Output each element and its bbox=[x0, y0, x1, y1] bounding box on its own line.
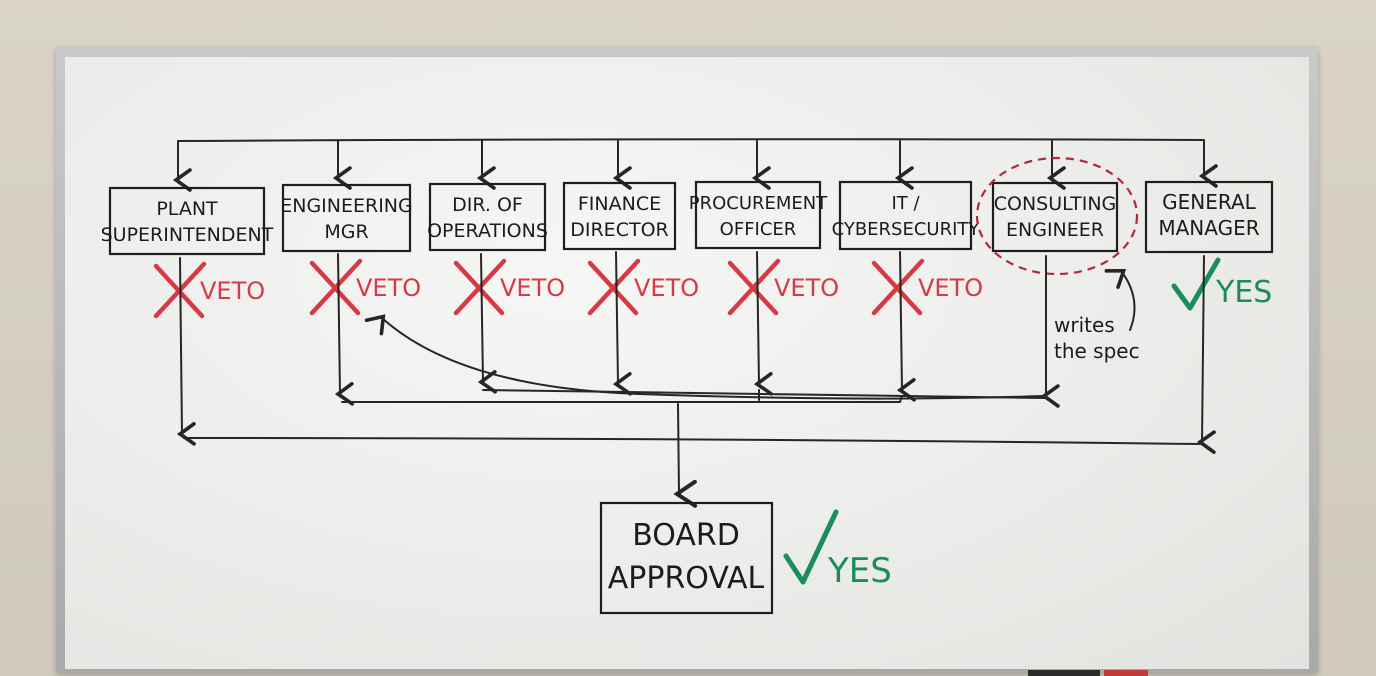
engineering-mgr-vote: VETO bbox=[309, 258, 421, 316]
general-manager-yes-checkmark bbox=[1171, 257, 1221, 311]
finance-director-label-line-1: FINANCE bbox=[578, 193, 661, 215]
board-approval-line-2: APPROVAL bbox=[608, 561, 765, 596]
procurement-officer-label-line-1: PROCUREMENT bbox=[689, 193, 829, 214]
plant-superintendent-label-line-1: PLANT bbox=[156, 198, 218, 220]
annotation-line-2: the spec bbox=[1054, 339, 1140, 363]
role-it-cybersecurity: IT / CYBERSECURITY bbox=[832, 180, 981, 251]
consulting-engineer-label-line-2: ENGINEER bbox=[1006, 219, 1104, 241]
role-dir-of-operations: DIR. OF OPERATIONS bbox=[427, 182, 548, 252]
writes-the-spec-arrow bbox=[1104, 269, 1136, 331]
procurement-officer-veto-x-mark-stroke bbox=[727, 258, 781, 316]
board-approval-box bbox=[599, 501, 774, 615]
role-engineering-mgr: ENGINEERING MGR bbox=[280, 183, 413, 253]
vote-marks: VETO VETO VETO VETO VETO VETO YES bbox=[153, 257, 1272, 319]
consulting-engineer-highlight-circle bbox=[975, 156, 1139, 276]
consulting-engineer-label-line-1: CONSULTING bbox=[994, 193, 1117, 215]
role-boxes: PLANT SUPERINTENDENT ENGINEERING MGR DIR. OF… bbox=[101, 180, 1274, 256]
board-approval-checkmark bbox=[783, 509, 839, 585]
procurement-officer-label-line-2: OFFICER bbox=[720, 219, 797, 240]
engineering-mgr-veto-x-mark-stroke bbox=[309, 258, 363, 316]
procurement-officer-vote: VETO bbox=[727, 258, 839, 316]
top-distribution-line bbox=[177, 138, 1205, 142]
marker-tray-item-red bbox=[1104, 670, 1148, 676]
role-output-arrows bbox=[176, 251, 1216, 454]
plant-superintendent-veto-label: VETO bbox=[200, 277, 265, 305]
role-procurement-officer: PROCUREMENT OFFICER bbox=[689, 180, 829, 250]
finance-director-veto-x-mark-stroke bbox=[587, 258, 641, 316]
finance-director-vote: VETO bbox=[587, 258, 699, 316]
marker-tray-item bbox=[1028, 670, 1100, 676]
finance-director-label-line-2: DIRECTOR bbox=[570, 219, 668, 241]
consulting-engineer-box bbox=[991, 181, 1119, 253]
dir-of-operations-label-line-2: OPERATIONS bbox=[427, 220, 548, 242]
plant-superintendent-box bbox=[108, 186, 266, 256]
engineering-mgr-veto-label: VETO bbox=[356, 274, 421, 302]
general-manager-label-line-1: GENERAL bbox=[1162, 190, 1257, 214]
general-manager-label-line-2: MANAGER bbox=[1158, 216, 1259, 240]
general-manager-yes-label: YES bbox=[1215, 275, 1272, 310]
it-cybersecurity-box bbox=[838, 180, 973, 251]
it-cybersecurity-veto-x-mark-stroke bbox=[871, 258, 925, 316]
general-manager-vote: YES bbox=[1171, 257, 1272, 311]
dir-of-operations-box bbox=[428, 182, 547, 252]
it-cybersecurity-label-line-2: CYBERSECURITY bbox=[832, 219, 981, 240]
general-manager-box bbox=[1144, 180, 1274, 254]
finance-director-box bbox=[562, 181, 677, 251]
role-finance-director: FINANCE DIRECTOR bbox=[562, 181, 677, 251]
procurement-officer-box bbox=[694, 180, 822, 250]
top-drop-arrows bbox=[172, 140, 1218, 192]
dir-of-operations-veto-label: VETO bbox=[500, 274, 565, 302]
it-cybersecurity-veto-label: VETO bbox=[918, 274, 983, 302]
engineering-mgr-box bbox=[281, 183, 412, 253]
plant-superintendent-vote: VETO bbox=[153, 261, 265, 319]
dir-of-operations-veto-x-mark-stroke bbox=[453, 258, 507, 316]
role-consulting-engineer: CONSULTING ENGINEER bbox=[991, 181, 1119, 253]
it-cybersecurity-vote: VETO bbox=[871, 258, 983, 316]
role-plant-superintendent: PLANT SUPERINTENDENT bbox=[101, 186, 274, 256]
board-approval-yes-label: YES bbox=[827, 551, 892, 591]
dir-of-operations-label-line-1: DIR. OF bbox=[452, 194, 523, 216]
it-cybersecurity-label-line-1: IT / bbox=[891, 193, 920, 214]
spec-influence-curved-arrow bbox=[364, 314, 1045, 400]
board-approval-line-1: BOARD bbox=[632, 518, 740, 553]
engineering-mgr-label-line-2: MGR bbox=[324, 221, 368, 243]
finance-director-veto-label: VETO bbox=[634, 274, 699, 302]
whiteboard-surface bbox=[65, 57, 1309, 669]
plant-superintendent-label-line-2: SUPERINTENDENT bbox=[101, 224, 274, 246]
collection-lines bbox=[183, 389, 1203, 508]
annotation-line-1: writes bbox=[1054, 313, 1115, 337]
engineering-mgr-label-line-1: ENGINEERING bbox=[280, 195, 413, 217]
dir-of-operations-vote: VETO bbox=[453, 258, 565, 316]
procurement-officer-veto-label: VETO bbox=[774, 274, 839, 302]
